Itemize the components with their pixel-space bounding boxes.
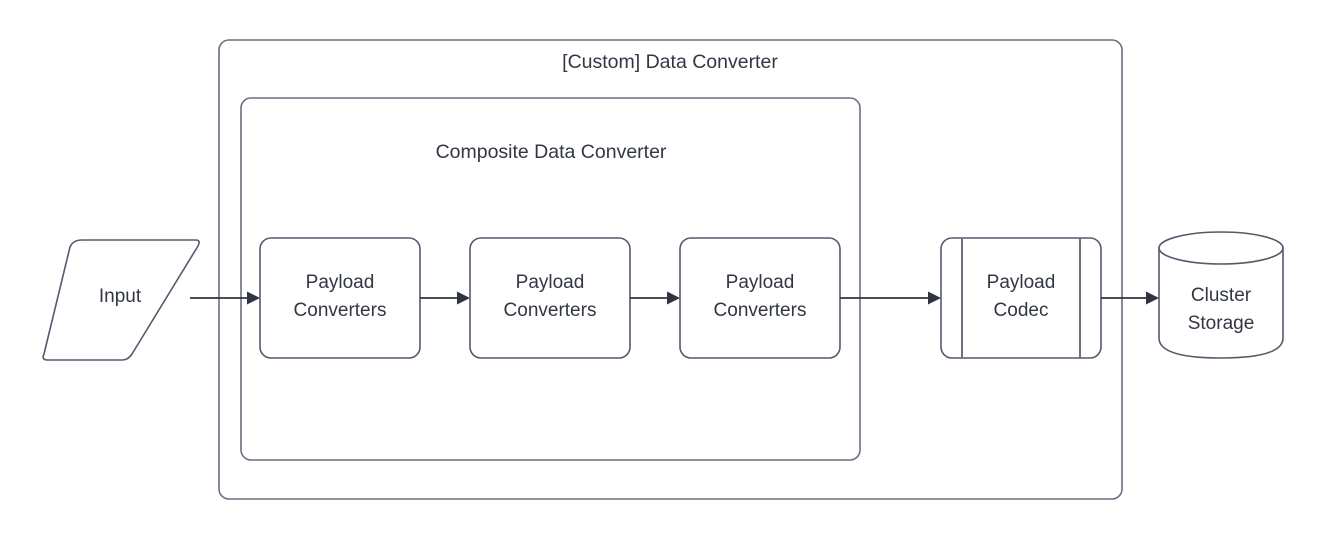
payload-converters-3-label-line2: Converters — [714, 300, 807, 321]
payload-converters-2-box[interactable] — [469, 237, 631, 359]
cluster-storage-label-line2: Storage — [1188, 313, 1255, 334]
arrow-head-icon — [247, 291, 260, 305]
arrow-head-icon — [667, 291, 680, 305]
cluster-storage-body[interactable] — [1158, 247, 1284, 359]
arrow-head-icon — [928, 291, 941, 305]
edge-input-to-payload-converters-1 — [190, 291, 260, 305]
edge-payload-converters-3-to-payload-codec — [840, 291, 941, 305]
arrow-head-icon — [1146, 291, 1159, 305]
payload-converters-2-label-line1: Payload — [516, 272, 585, 293]
node-payload-codec[interactable]: Payload Codec — [940, 237, 1102, 359]
payload-codec-label-line1: Payload — [987, 272, 1056, 293]
custom-data-converter-label: [Custom] Data Converter — [562, 51, 778, 73]
payload-codec-label-line2: Codec — [994, 300, 1049, 321]
node-payload-converters-2[interactable]: Payload Converters — [469, 237, 631, 359]
composite-data-converter-label: Composite Data Converter — [436, 141, 667, 163]
edge-payload-converters-1-to-2 — [420, 291, 470, 305]
payload-converters-1-box[interactable] — [259, 237, 421, 359]
payload-converters-3-label-line1: Payload — [726, 272, 795, 293]
payload-converters-1-label-line2: Converters — [294, 300, 387, 321]
input-label: Input — [99, 286, 142, 307]
edge-payload-converters-2-to-3 — [630, 291, 680, 305]
node-cluster-storage[interactable]: Cluster Storage — [1158, 231, 1284, 359]
payload-converters-1-label-line1: Payload — [306, 272, 375, 293]
cluster-storage-label-line1: Cluster — [1191, 285, 1252, 306]
payload-codec-box[interactable] — [940, 237, 1102, 359]
node-payload-converters-3[interactable]: Payload Converters — [679, 237, 841, 359]
cluster-storage-top-ellipse — [1158, 231, 1284, 265]
arrow-head-icon — [457, 291, 470, 305]
node-payload-converters-1[interactable]: Payload Converters — [259, 237, 421, 359]
payload-converters-3-box[interactable] — [679, 237, 841, 359]
edge-payload-codec-to-cluster-storage — [1101, 291, 1159, 305]
input-parallelogram[interactable] — [42, 239, 200, 361]
payload-converters-2-label-line2: Converters — [504, 300, 597, 321]
node-input[interactable]: Input — [42, 239, 200, 361]
